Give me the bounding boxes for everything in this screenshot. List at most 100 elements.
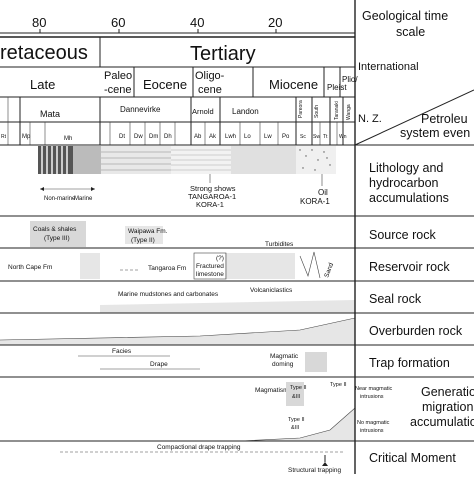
stage-mh: Mh — [64, 136, 72, 142]
right-critical: Critical Moment — [369, 451, 456, 465]
group-southland: South — [314, 105, 320, 118]
group-dannevirke: Dannevirke — [120, 105, 161, 114]
reservoir-rock-row: North Cape Fm Tangaroa Fm (?) Fractured … — [0, 241, 355, 282]
lithology-row: Non-marine Marine Strong shows TANGAROA-… — [0, 146, 355, 217]
right-reservoir: Reservoir rock — [369, 260, 450, 274]
right-trap: Trap formation — [369, 356, 450, 370]
epoch-pleistocene: Pleist — [327, 83, 347, 92]
trap-formation-row: Facies Drape Magmatic doming — [0, 348, 355, 378]
stage-dh: Dh — [164, 134, 172, 140]
label-structural: Structural trapping — [288, 467, 341, 474]
label-non-marine: Non-marine — [44, 196, 76, 202]
right-international: International — [358, 61, 419, 73]
period-cretaceous: retaceous — [0, 42, 88, 64]
stage-lo: Lo — [244, 134, 251, 140]
right-petroleum-2: system even — [400, 126, 470, 140]
epoch-pliocene: Plio/ — [342, 75, 358, 84]
epoch-miocene: Miocene — [269, 77, 318, 92]
epoch-eocene: Eocene — [143, 77, 187, 92]
right-geotime-2: scale — [396, 25, 425, 39]
epoch-oligocene-1: Oligo- — [195, 70, 225, 82]
label-turbidites: Turbidites — [265, 241, 294, 248]
generation-row: Magmatism Type II &III Type II &III Type… — [0, 382, 393, 442]
right-seal: Seal rock — [369, 292, 422, 306]
label-coals: Coals & shales — [33, 226, 77, 233]
group-mata: Mata — [40, 109, 60, 119]
right-overburden: Overburden rock — [369, 324, 463, 338]
label-doming: doming — [272, 361, 294, 368]
age-scale: 80 60 40 20 — [0, 15, 355, 34]
stage-dw: Dw — [134, 134, 143, 140]
label-limestone: limestone — [196, 271, 224, 278]
stage-lw: Lw — [264, 134, 272, 140]
label-kora-1-shows: KORA-1 — [196, 200, 224, 209]
right-petroleum-1: Petroleu — [421, 112, 468, 126]
stage-sc: Sc — [300, 134, 306, 140]
stage-po: Po — [282, 134, 290, 140]
label-magmatism: Magmatism — [255, 387, 289, 394]
label-mudstones: Marine mudstones and carbonates — [118, 291, 219, 298]
label-tangaroa-1: TANGAROA-1 — [188, 192, 236, 201]
right-legend: Geological time scale International N. Z… — [354, 0, 474, 474]
right-lith-1: Lithology and — [369, 161, 443, 175]
label-marine: Marine — [74, 196, 93, 202]
label-gen-type3: Type II — [330, 382, 347, 388]
epoch-late: Late — [30, 77, 55, 92]
epoch-oligocene-2: cene — [198, 84, 222, 96]
source-rock-row: Coals & shales (Type III) Waipawa Fm. (T… — [0, 221, 355, 249]
label-no-magmatic: No magmatic — [357, 420, 390, 426]
epoch-paleocene-1: Paleo — [104, 70, 132, 82]
group-wanganui: Wanga — [346, 104, 352, 120]
label-tangaroa: Tangaroa Fm — [148, 265, 186, 272]
label-magmatic: Magmatic — [270, 353, 299, 360]
right-lith-3: accumulations — [369, 191, 449, 205]
epoch-paleocene-2: -cene — [104, 84, 132, 96]
label-fractured: Fractured — [196, 263, 224, 270]
label-waipawa-type: (Type II) — [131, 237, 155, 244]
label-facies: Facies — [112, 348, 132, 355]
stage-dt: Dt — [119, 134, 125, 140]
seal-rock-row: Marine mudstones and carbonates Volcanic… — [0, 287, 355, 314]
group-landon: Landon — [232, 107, 259, 116]
group-arnold: Arnold — [192, 107, 214, 116]
right-nz: N. Z. — [358, 113, 382, 125]
label-near-magmatic: Near magmatic — [355, 386, 393, 392]
label-gen-type1b: &III — [292, 394, 301, 400]
stage-tt: Tt — [323, 134, 328, 140]
label-drape: Drape — [150, 361, 168, 368]
right-lith-2: hydrocarbon — [369, 176, 439, 190]
label-gen-type2b: &III — [291, 425, 300, 431]
label-fractured-q: (?) — [216, 255, 224, 262]
critical-moment-row: Compactional drape trapping Structural t… — [60, 444, 345, 474]
age-label-60: 60 — [111, 15, 125, 30]
stage-rt: Rt — [1, 134, 7, 140]
group-taranaki: Taranaki — [334, 101, 340, 120]
label-no-intrusions: intrusions — [360, 428, 384, 434]
label-coals-type: (Type III) — [44, 235, 70, 242]
label-north-cape: North Cape Fm — [8, 264, 52, 271]
stage-ak: Ak — [209, 134, 217, 140]
stage-ab: Ab — [194, 134, 202, 140]
label-gen-type2: Type II — [288, 417, 305, 423]
stage-wn: Wn — [339, 134, 347, 140]
right-gen-3: accumulatio — [410, 415, 474, 429]
right-gen-1: Generation — [421, 385, 474, 399]
label-gen-type1: Type II — [290, 385, 307, 391]
age-label-80: 80 — [32, 15, 46, 30]
label-volcaniclastics: Volcaniclastics — [250, 287, 293, 294]
stage-lwh: Lwh — [225, 134, 236, 140]
right-geotime-1: Geological time — [362, 9, 448, 23]
label-waipawa: Waipawa Fm. — [128, 228, 168, 235]
group-pareora: Pareora — [298, 100, 304, 118]
label-strong-shows: Strong shows — [190, 184, 236, 193]
overburden-rock-row — [0, 317, 356, 346]
right-source: Source rock — [369, 228, 436, 242]
stage-mp: Mp — [22, 134, 31, 140]
age-label-20: 20 — [268, 15, 282, 30]
label-sand: Sand — [323, 262, 335, 279]
group-row: Mata Dannevirke Arnold Landon Pareora So… — [0, 97, 355, 146]
stage-dm: Dm — [149, 134, 158, 140]
label-oil: Oil — [318, 188, 328, 197]
